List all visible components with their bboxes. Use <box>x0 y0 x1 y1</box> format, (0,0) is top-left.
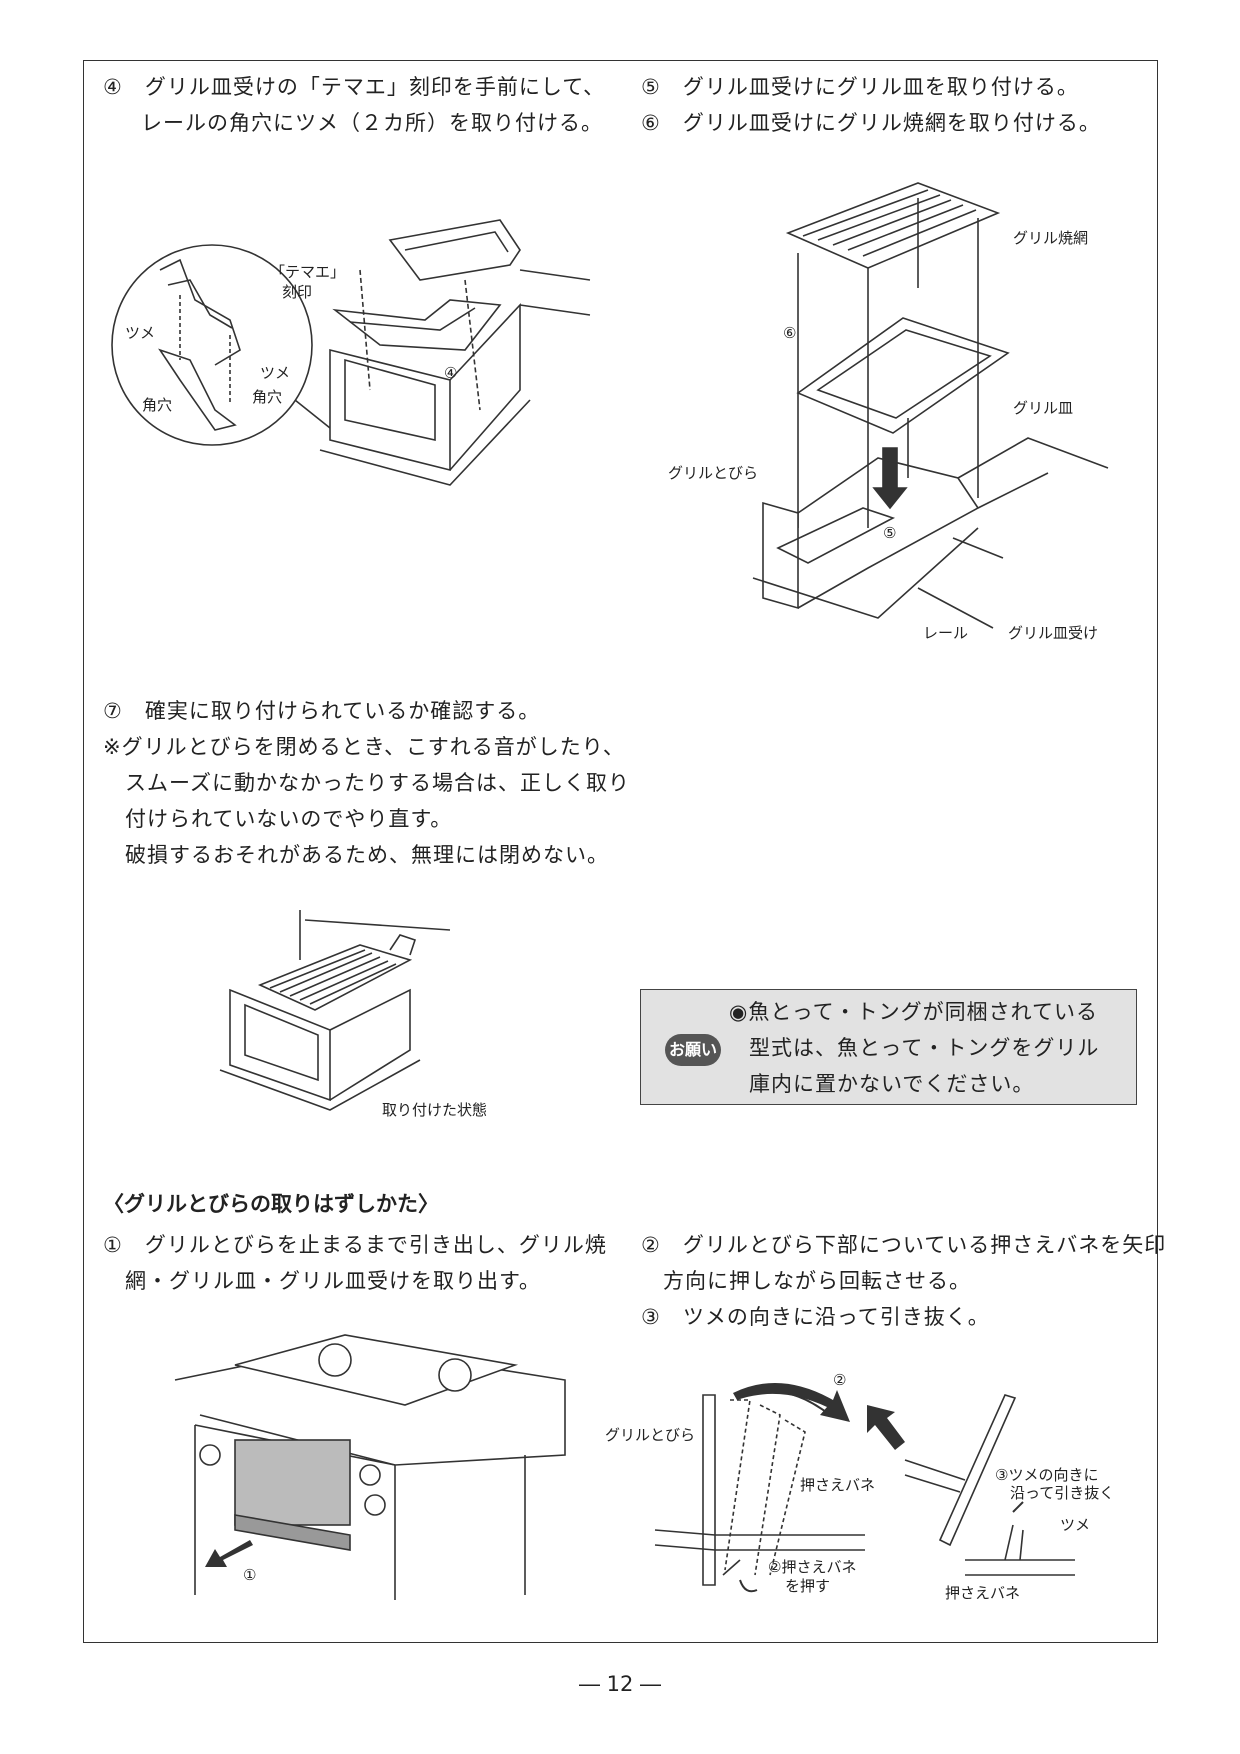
spring-label: 押さえバネ <box>800 1476 875 1494</box>
pull-line1: ③ツメの向きに <box>995 1466 1098 1484</box>
removal-heading: 〈グリルとびらの取りはずしかた〉 <box>103 1192 439 1216</box>
tray-holder-label: グリル皿受け <box>1008 624 1098 642</box>
notice-badge: お願い <box>665 1034 721 1066</box>
step7-text: ⑦ 確実に取り付けられているか確認する。 ※グリルとびらを閉めるとき、こすれる音… <box>103 699 630 867</box>
page-number: ― 12 ― <box>578 1672 662 1696</box>
tsume-left-label: ツメ <box>125 324 155 342</box>
grill-door-label-2: グリルとびら <box>605 1426 695 1444</box>
notice-text: ◉魚とって・トングが同梱されている 型式は、魚とって・トングをグリル 庫内に置か… <box>729 1000 1100 1096</box>
grill-door-highlight <box>234 1439 351 1526</box>
tsume-right-label: ツメ <box>260 364 290 382</box>
installed-caption: 取り付けた状態 <box>382 1101 487 1119</box>
step1-marker: ① <box>243 1566 256 1584</box>
kokuin-label: 刻印 <box>282 283 312 301</box>
kakuana-left-label: 角穴 <box>142 396 172 414</box>
grill-door-label: グリルとびら <box>668 464 758 482</box>
kakuana-right-label: 角穴 <box>252 388 282 406</box>
notice-box: お願い ◉魚とって・トングが同梱されている 型式は、魚とって・トングをグリル 庫… <box>640 989 1137 1105</box>
tray-holder-figure: 「テマエ」 刻印 ツメ ツメ 角穴 角穴 ④ <box>111 219 591 486</box>
installed-state-figure: 取り付けた状態 <box>219 910 487 1119</box>
pull-out-figure: ① <box>174 1334 566 1600</box>
removal-step1-text: ① グリルとびらを止まるまで引き出し、グリル焼 網・グリル皿・グリル皿受けを取り… <box>103 1233 607 1293</box>
grill-pan <box>796 317 1010 434</box>
step2-marker: ② <box>833 1371 846 1389</box>
step4-marker: ④ <box>444 364 457 382</box>
page-frame <box>83 60 1158 1643</box>
temae-label: 「テマエ」 <box>270 263 345 281</box>
grill-exploded-figure: グリル焼網 グリル皿 グリルとびら レール グリル皿受け ⑤ ⑥ <box>668 182 1109 642</box>
step6-marker: ⑥ <box>783 324 796 342</box>
tsume-label-2: ツメ <box>1060 1516 1090 1534</box>
push-spring-line2: を押す <box>785 1577 830 1595</box>
grill-net-label: グリル焼網 <box>1013 229 1088 247</box>
pull-line2: 沿って引き抜く <box>1010 1484 1114 1502</box>
spring-label-2: 押さえバネ <box>945 1584 1020 1602</box>
grill-pan-label: グリル皿 <box>1013 399 1073 417</box>
grill-net <box>785 182 1001 269</box>
step4-text: ④ グリル皿受けの「テマエ」刻印を手前にして、 レールの角穴にツメ（２カ所）を取… <box>103 75 606 135</box>
magnified-circle <box>111 244 313 446</box>
removal-step2-3-text: ② グリルとびら下部についている押さえバネを矢印 方向に押しながら回転させる。 … <box>641 1233 1167 1329</box>
remove-door-figure: ② グリルとびら 押さえバネ ②押さえバネ を押す ③ツメの向きに 沿って引き抜… <box>605 1371 1114 1602</box>
step5-marker: ⑤ <box>883 524 896 542</box>
rail-label: レール <box>923 624 968 642</box>
step5-6-text: ⑤ グリル皿受けにグリル皿を取り付ける。 ⑥ グリル皿受けにグリル焼網を取り付け… <box>641 75 1101 135</box>
push-spring-line1: ②押さえバネ <box>768 1558 856 1576</box>
